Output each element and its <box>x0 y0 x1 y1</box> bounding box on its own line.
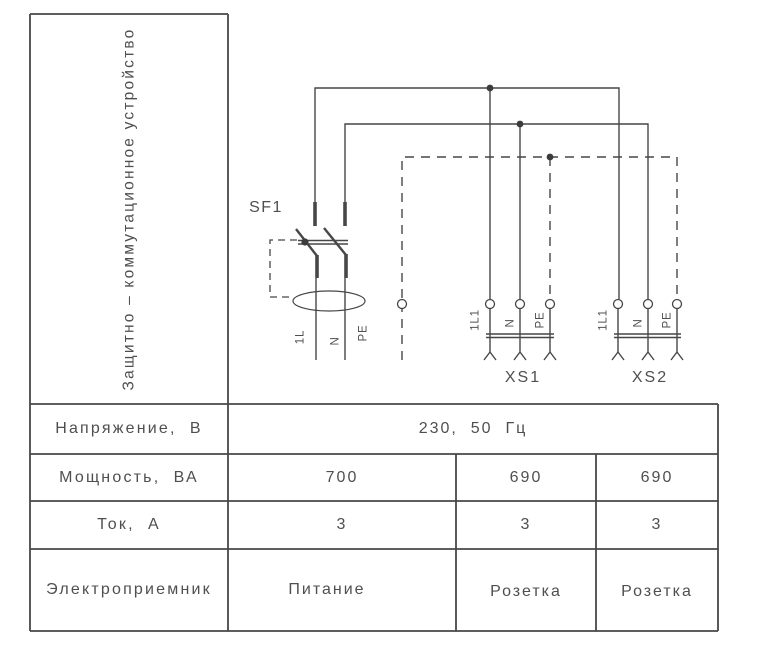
current-value: 3 <box>651 516 663 533</box>
table-row-label: Электроприемник <box>46 581 212 598</box>
table-grid <box>29 13 719 632</box>
conductor-label: PE <box>534 311 547 329</box>
differential-transformer-ellipse <box>292 290 366 312</box>
conductor-label: 1L1 <box>597 309 610 331</box>
trip-circuit-dashed <box>269 239 297 298</box>
phase-wire <box>314 87 620 299</box>
terminal-circle <box>642 298 654 310</box>
table-row-label: Напряжение, В <box>55 420 203 437</box>
conductor-label: 1L <box>294 329 307 345</box>
pe-wire-dashed <box>401 156 678 360</box>
contact-chevron <box>611 350 625 361</box>
voltage-value: 230, 50 Гц <box>418 420 528 437</box>
socket-xs2-symbol <box>611 298 684 361</box>
terminal-circle <box>612 298 624 310</box>
trip-point-dot <box>301 238 309 246</box>
socket-bars <box>486 333 554 339</box>
socket-bars <box>614 333 681 339</box>
terminal-circle <box>484 298 496 310</box>
conductor-label: N <box>632 318 645 328</box>
contact-chevron <box>483 350 497 361</box>
circuit-breaker-symbol <box>269 202 366 360</box>
consumer-value: Розетка <box>621 583 693 600</box>
current-value: 3 <box>520 516 532 533</box>
current-value: 3 <box>336 516 348 533</box>
consumer-value: Питание <box>288 581 366 598</box>
junction-dot <box>516 120 524 128</box>
conductor-label: N <box>329 336 342 346</box>
socket-caption: XS1 <box>504 369 542 386</box>
neutral-wire <box>344 123 649 299</box>
protective-device-header: Защитно – коммутационное устройство <box>120 27 138 391</box>
contact-chevron <box>513 350 527 361</box>
conductor-label: 1L1 <box>469 309 482 331</box>
contact-chevron <box>543 350 557 361</box>
consumer-value: Розетка <box>490 583 562 600</box>
socket-xs1-symbol <box>483 298 557 361</box>
table-row-label: Ток, А <box>97 516 161 533</box>
conductor-label: PE <box>357 324 370 342</box>
contact-chevron <box>641 350 655 361</box>
contact-chevron <box>670 350 684 361</box>
power-value: 690 <box>640 469 674 486</box>
terminal-circle <box>671 298 683 310</box>
table-row-label: Мощность, ВА <box>59 469 199 486</box>
power-value: 690 <box>509 469 543 486</box>
conductor-label: N <box>504 318 517 328</box>
conductor-label: PE <box>661 311 674 329</box>
pe-terminal-circle <box>396 298 408 310</box>
junction-dots <box>486 84 554 161</box>
junction-dot <box>546 153 554 161</box>
breaker-blade <box>323 227 347 256</box>
junction-dot <box>486 84 494 92</box>
terminal-circle <box>544 298 556 310</box>
terminal-circle <box>514 298 526 310</box>
power-value: 700 <box>325 469 359 486</box>
socket-caption: XS2 <box>631 369 669 386</box>
breaker-designation: SF1 <box>249 199 283 216</box>
